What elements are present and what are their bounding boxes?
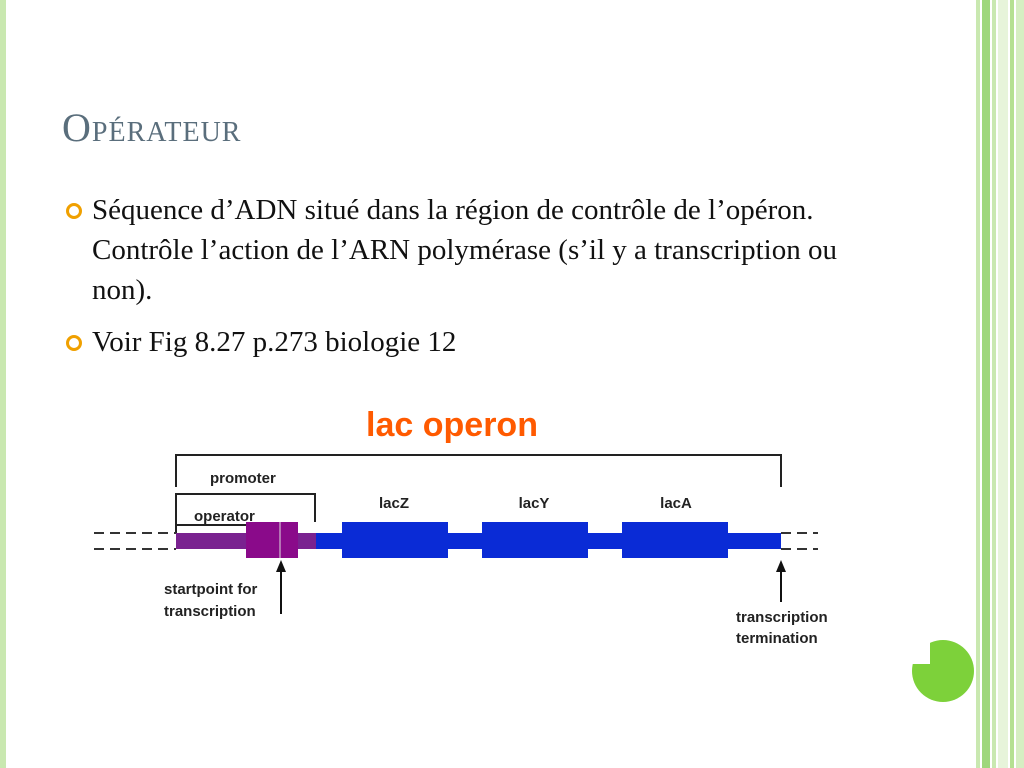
operon-bracket <box>175 454 782 487</box>
operator-label: operator <box>194 508 255 525</box>
spacer-3 <box>588 533 622 549</box>
slide-title: Opérateur <box>62 105 242 150</box>
lacy-label: lacY <box>519 495 550 512</box>
right-border-stripes <box>976 0 1024 768</box>
left-border-stripe <box>0 0 6 768</box>
bullet-list: Séquence d’ADN situé dans la région de c… <box>64 190 884 374</box>
lacz-label: lacZ <box>379 495 409 512</box>
laca-gene <box>622 522 728 558</box>
promoter-region <box>176 533 246 549</box>
promoter-label: promoter <box>210 470 276 487</box>
bullet-item: Séquence d’ADN situé dans la région de c… <box>64 190 884 310</box>
diagram-title: lac operon <box>366 406 538 444</box>
bullet-icon <box>66 203 82 219</box>
lacz-gene <box>342 522 448 558</box>
operator-bracket <box>175 524 280 533</box>
startpoint-label-line1: startpoint for <box>164 581 257 598</box>
bullet-icon <box>66 335 82 351</box>
termination-label-line1: transcription <box>736 609 828 626</box>
dna-left-dash <box>94 532 176 550</box>
promoter-bracket <box>175 493 316 533</box>
bullet-text: Voir Fig 8.27 p.273 biologie 12 <box>92 326 457 358</box>
decorative-green-circle <box>912 640 974 702</box>
spacer-4 <box>728 533 781 549</box>
operator-region <box>246 522 298 558</box>
startpoint-arrowhead <box>276 560 286 572</box>
lacy-gene <box>482 522 588 558</box>
termination-arrowhead <box>776 560 786 572</box>
operator-tail <box>298 533 316 549</box>
bullet-text: Séquence d’ADN situé dans la région de c… <box>92 194 837 306</box>
dna-right-dash <box>781 532 818 550</box>
startpoint-label-line2: transcription <box>164 603 256 620</box>
laca-label: lacA <box>660 495 692 512</box>
spacer-2 <box>448 533 482 549</box>
spacer-1 <box>316 533 342 549</box>
termination-label-line2: termination <box>736 630 818 647</box>
bullet-item: Voir Fig 8.27 p.273 biologie 12 <box>64 322 884 362</box>
